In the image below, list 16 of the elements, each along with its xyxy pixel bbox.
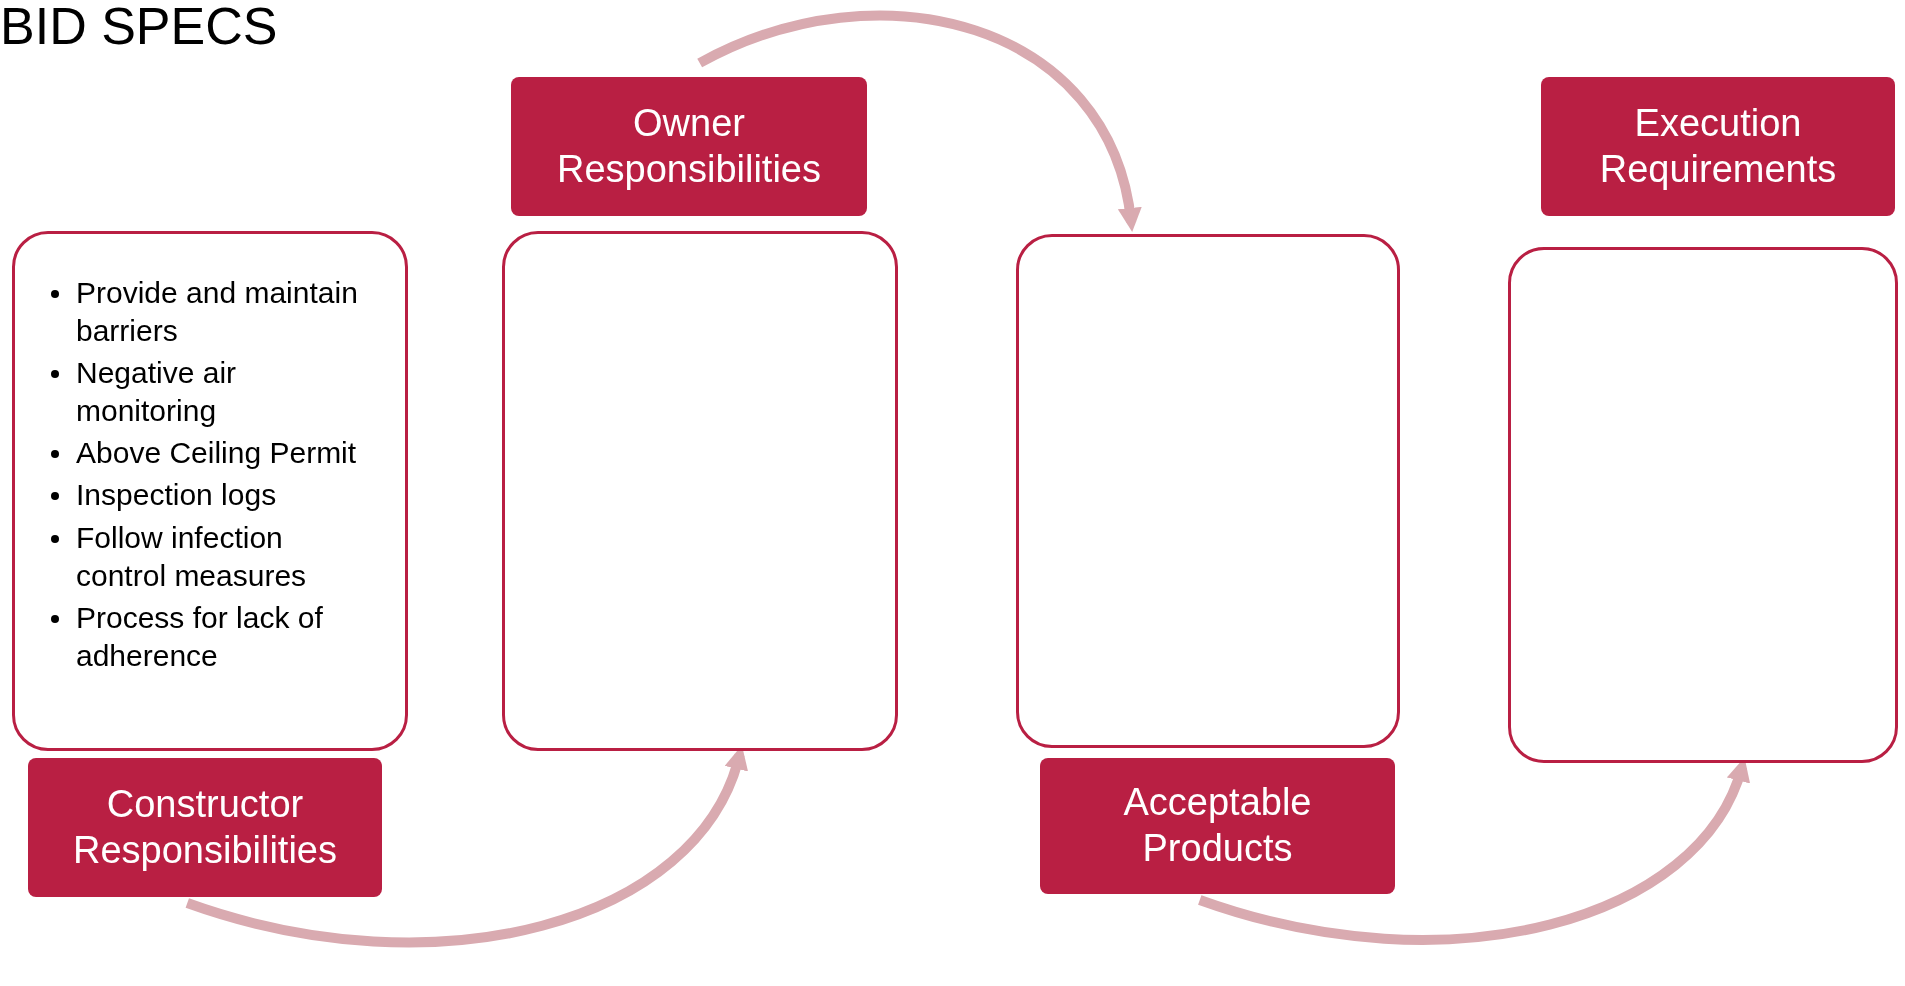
content-box	[1016, 234, 1400, 748]
content-box	[12, 231, 408, 751]
content-box	[1508, 247, 1898, 763]
title-box: Acceptable Products	[1040, 758, 1395, 894]
bullet-item: Process for lack of adherence	[76, 599, 324, 674]
bullet-item: Negative air monitoring	[76, 355, 238, 430]
title: BID SPECS	[0, 0, 278, 52]
bullet-item: Inspection logs	[76, 477, 277, 514]
content-box	[502, 231, 898, 751]
bullet-item: Provide and maintain barriers	[76, 275, 359, 350]
title-box: Constructor Responsibilities	[28, 758, 382, 897]
title-box: Owner Responsibilities	[511, 77, 867, 216]
title-box: Execution Requirements	[1541, 77, 1895, 216]
bullet-item: Above Ceiling Permit	[76, 435, 357, 472]
curved-arrow	[697, 10, 1141, 232]
bullet-item: Follow infection control measures	[76, 519, 308, 594]
